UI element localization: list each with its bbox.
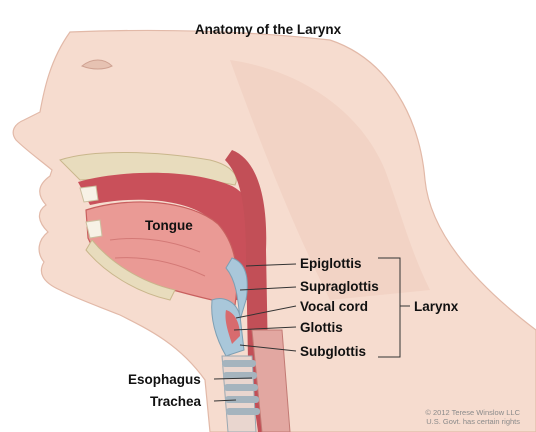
label-tongue: Tongue — [145, 218, 193, 233]
diagram-title: Anatomy of the Larynx — [0, 22, 536, 37]
label-vocal-cord: Vocal cord — [300, 299, 368, 314]
label-trachea: Trachea — [150, 394, 201, 409]
label-supraglottis: Supraglottis — [300, 279, 379, 294]
label-esophagus: Esophagus — [128, 372, 201, 387]
copyright-notice: © 2012 Terese Winslow LLC U.S. Govt. has… — [425, 408, 520, 426]
label-subglottis: Subglottis — [300, 344, 366, 359]
label-epiglottis: Epiglottis — [300, 256, 362, 271]
label-larynx: Larynx — [414, 299, 458, 314]
copyright-line-1: © 2012 Terese Winslow LLC — [425, 408, 520, 417]
label-glottis: Glottis — [300, 320, 343, 335]
copyright-line-2: U.S. Govt. has certain rights — [425, 417, 520, 426]
